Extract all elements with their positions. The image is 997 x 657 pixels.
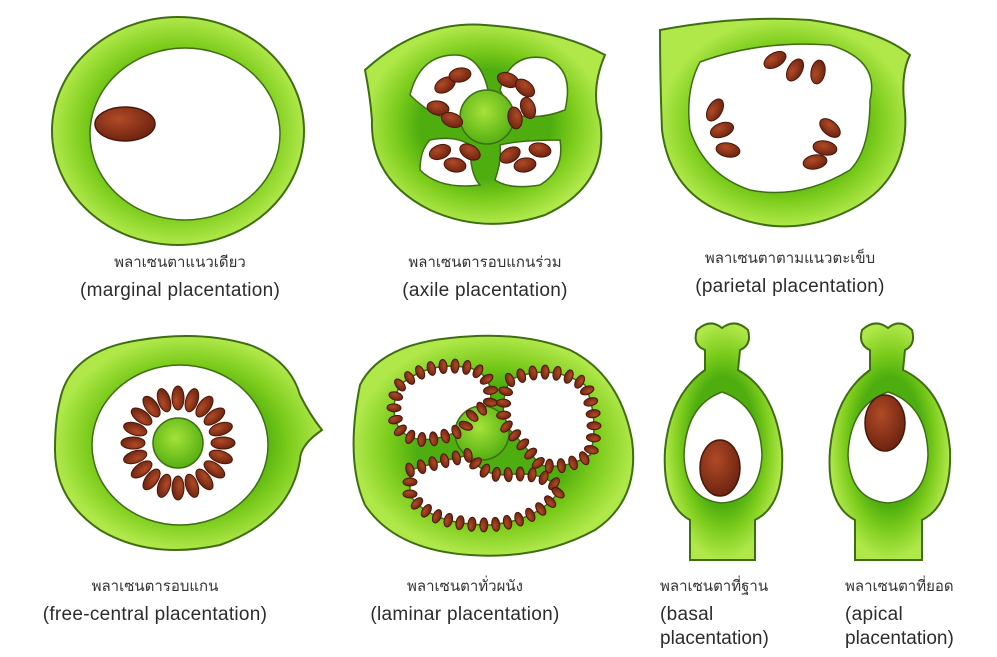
caption-basal: พลาเซนตาที่ฐาน (basal placentation) (660, 574, 810, 650)
caption-english-line1: (apical (845, 604, 995, 626)
ovule (480, 518, 488, 532)
apical-ovary (830, 323, 951, 560)
caption-free-central: พลาเซนตารอบแกน (free-central placentatio… (20, 574, 290, 626)
caption-english: (free-central placentation) (20, 604, 290, 626)
caption-english: (axile placentation) (385, 280, 585, 302)
basal-ovary (665, 323, 783, 560)
caption-parietal: พลาเซนตาตามแนวตะเข็บ (parietal placentat… (680, 246, 900, 298)
caption-thai: พลาเซนตารอบแกน (20, 574, 290, 598)
ovule (403, 478, 417, 486)
ovule (172, 386, 184, 410)
ovule (865, 395, 905, 451)
caption-english-line1: (basal (660, 604, 810, 626)
ovule (387, 404, 401, 412)
caption-thai: พลาเซนตาที่ฐาน (660, 574, 810, 598)
caption-apical: พลาเซนตาที่ยอด (apical placentation) (845, 574, 995, 650)
caption-thai: พลาเซนตาตามแนวตะเข็บ (680, 246, 900, 270)
ovule (403, 490, 417, 498)
caption-english: (marginal placentation) (80, 280, 280, 302)
parietal-ovary (660, 19, 910, 227)
laminar-ovary (354, 336, 634, 556)
free-central-ovary (55, 336, 322, 550)
ovule (121, 437, 145, 449)
caption-english-line2: placentation) (845, 628, 995, 650)
ovule (451, 359, 460, 373)
ovule (172, 476, 184, 500)
ovule (700, 440, 740, 496)
ovule (541, 365, 549, 379)
caption-thai: พลาเซนตาทั่วผนัง (345, 574, 585, 598)
caption-thai: พลาเซนตาที่ยอด (845, 574, 995, 598)
caption-marginal: พลาเซนตาแนวเดียว (marginal placentation) (80, 250, 280, 302)
ovule (95, 107, 155, 141)
caption-thai: พลาเซนตารอบแกนร่วม (385, 250, 585, 274)
ovule (211, 437, 235, 449)
axile-ovary (365, 25, 605, 224)
caption-laminar: พลาเซนตาทั่วผนัง (laminar placentation) (345, 574, 585, 626)
caption-thai: พลาเซนตาแนวเดียว (80, 250, 280, 274)
ovule (516, 467, 524, 481)
caption-english: (laminar placentation) (345, 604, 585, 626)
caption-axile: พลาเซนตารอบแกนร่วม (axile placentation) (385, 250, 585, 302)
caption-english: (parietal placentation) (680, 276, 900, 298)
caption-english-line2: placentation) (660, 628, 810, 650)
marginal-ovary (52, 17, 304, 245)
ovule (587, 422, 601, 430)
